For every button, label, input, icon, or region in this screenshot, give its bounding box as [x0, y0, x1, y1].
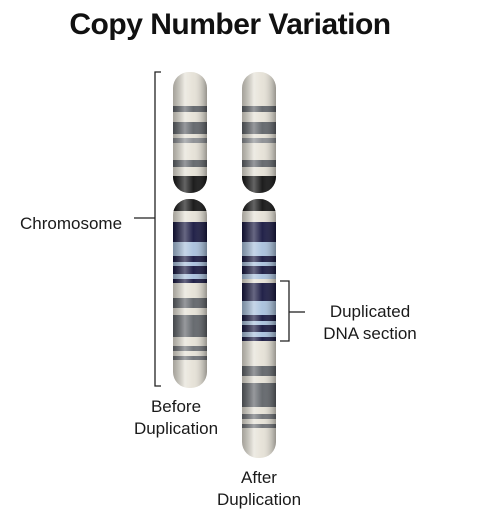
before-duplication-label: Before Duplication: [124, 396, 228, 440]
duplicated-dna-label: Duplicated DNA section: [308, 301, 432, 345]
after-duplication-label: After Duplication: [205, 467, 313, 511]
duplicated-label-line2: DNA section: [323, 324, 417, 343]
chromosome-before: [173, 72, 207, 388]
before-label-line1: Before: [150, 397, 202, 416]
chromosome-after: [242, 72, 276, 458]
chromosome-bracket: [154, 71, 161, 387]
duplicated-label-line1: Duplicated: [329, 302, 411, 321]
after-label-line2: Duplication: [216, 490, 302, 509]
duplicated-bracket: [280, 280, 290, 342]
before-label-line2: Duplication: [133, 419, 219, 438]
chromosome-label: Chromosome: [20, 214, 123, 233]
diagram-title: Copy Number Variation: [69, 8, 391, 41]
after-label-line1: After: [241, 468, 277, 487]
